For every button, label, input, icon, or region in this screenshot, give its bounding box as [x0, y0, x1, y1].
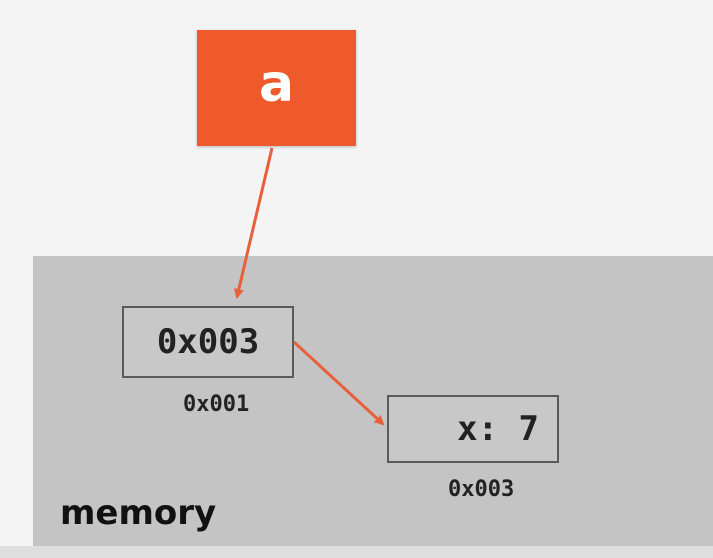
object-cell: x: 7 — [387, 395, 559, 463]
bottom-strip — [0, 546, 713, 558]
pointer-cell-address: 0x001 — [183, 392, 250, 417]
object-cell-address: 0x003 — [448, 477, 515, 502]
variable-name: a — [258, 54, 295, 114]
pointer-cell-value: 0x003 — [156, 322, 260, 362]
variable-box: a — [197, 30, 356, 146]
pointer-cell: 0x003 — [122, 306, 294, 378]
object-cell-value: x: 7 — [457, 409, 539, 449]
memory-label: memory — [60, 493, 217, 533]
